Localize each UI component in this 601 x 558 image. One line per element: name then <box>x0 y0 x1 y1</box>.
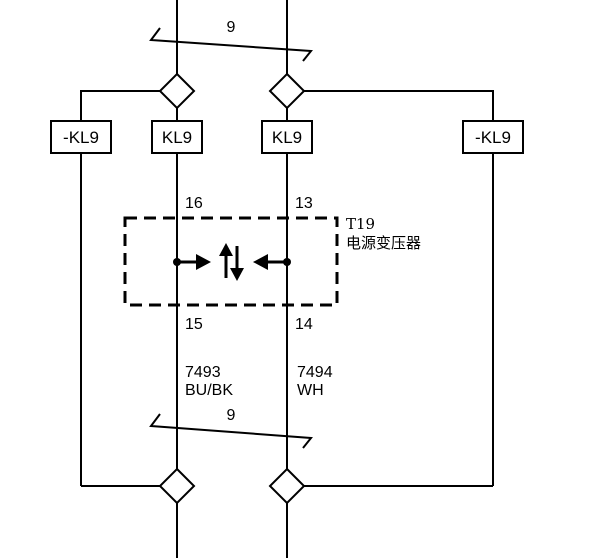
top-cable-bundle-line <box>149 27 313 62</box>
far-left-connector-label: -KL9 <box>63 128 99 147</box>
top-right-splice <box>268 72 306 110</box>
left-wire-number: 7493 <box>185 364 221 381</box>
bidirectional-arrows-icon <box>173 243 291 281</box>
top-left-splice <box>158 72 196 110</box>
far-right-connector-box <box>462 120 524 154</box>
far-left-connector-box <box>50 120 112 154</box>
left-wire-color: BU/BK <box>185 382 233 399</box>
right-wire-number: 7494 <box>297 364 333 381</box>
bottom-left-splice <box>158 467 196 505</box>
far-right-connector-label: -KL9 <box>475 128 511 147</box>
component-name: 电源变压器 <box>346 234 421 252</box>
right-connector-box <box>261 120 313 154</box>
component-boundary <box>123 216 339 307</box>
pin-top-left: 16 <box>185 195 203 212</box>
top-left-branch <box>80 90 160 121</box>
pin-bottom-left: 15 <box>185 316 203 333</box>
right-wire-color: WH <box>297 382 324 399</box>
pin-top-right: 13 <box>295 195 313 212</box>
right-connector-label: KL9 <box>272 128 302 147</box>
bottom-right-splice <box>268 467 306 505</box>
top-cable-label: 9 <box>227 19 236 36</box>
component-id: T19 <box>346 215 375 233</box>
bottom-cable-label: 9 <box>227 407 236 424</box>
bottom-cable-bundle-line <box>149 413 313 449</box>
left-connector-box <box>151 120 203 154</box>
pin-bottom-right: 14 <box>295 316 313 333</box>
top-right-branch <box>304 90 494 121</box>
left-connector-label: KL9 <box>162 128 192 147</box>
